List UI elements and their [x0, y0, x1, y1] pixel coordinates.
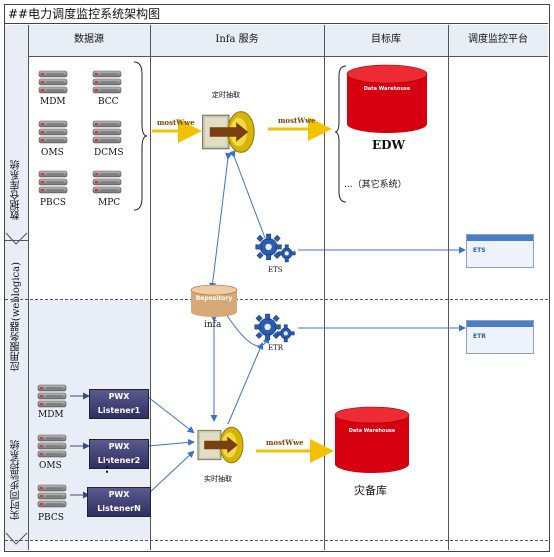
row-divider	[5, 240, 28, 241]
ellipsis: ⋮	[100, 459, 114, 475]
chevron-icon	[5, 232, 28, 245]
brace-icon	[133, 61, 148, 211]
edw-label: EDW	[372, 138, 406, 152]
left-lane-band	[5, 25, 28, 550]
flow-label: mostWwe	[278, 116, 316, 125]
source-label: PBCS	[38, 513, 64, 523]
brace-icon	[334, 65, 347, 203]
grid-line	[324, 25, 325, 550]
row-divider	[5, 299, 548, 300]
server-icon	[36, 434, 68, 460]
gear-icon	[253, 232, 297, 264]
infa-server-icon	[200, 108, 258, 156]
screen-label: ETS	[473, 247, 486, 254]
other-systems-label: ...（其它系统）	[344, 180, 407, 190]
realtime-extract-label: 实时抽取	[204, 475, 232, 483]
edw-cylinder-icon	[346, 64, 428, 133]
monitor-screen-thumbnail: ETS	[466, 234, 534, 268]
backup-cylinder-icon	[334, 406, 410, 473]
server-icon	[36, 484, 68, 510]
grid-line	[28, 25, 29, 550]
scheduled-extract-label: 定时抽取	[212, 91, 240, 99]
pwx-listener: PWX ListenerN	[87, 487, 151, 517]
column-header-platform: 调度监控平台	[468, 34, 528, 45]
source-label: OMS	[41, 148, 64, 158]
pwx-listener: PWX Listener2	[89, 439, 149, 469]
repository-text: Repository	[195, 295, 233, 302]
cylinder-label: Data Warehouse	[348, 428, 396, 434]
source-label: DCMS	[94, 148, 124, 158]
grid-line	[150, 25, 151, 550]
source-label: BCC	[98, 97, 119, 107]
source-label: MDM	[38, 410, 64, 420]
chevron-icon	[5, 532, 28, 545]
source-label: OMS	[39, 461, 62, 471]
source-label: MPC	[98, 198, 121, 208]
gear-icon	[252, 312, 296, 344]
cylinder-label: Data Warehouse	[363, 86, 411, 92]
column-header-infa: Infa 服务	[215, 34, 259, 45]
repository-cylinder-icon	[190, 284, 238, 317]
infa-repo-label: infa	[204, 320, 222, 330]
column-header-datasource: 数据源	[74, 34, 104, 45]
ets-label: ETS	[268, 266, 283, 274]
grid-line	[448, 25, 449, 550]
flow-label: mostWwe	[266, 438, 304, 447]
server-icon	[36, 384, 68, 410]
pwx-listener: PWX Listener1	[89, 389, 149, 419]
source-label: PBCS	[40, 198, 66, 208]
screen-label: ETR	[473, 333, 486, 340]
etr-label: ETR	[268, 344, 284, 352]
diagram-title: ##电力调度监控系统架构图	[4, 4, 548, 24]
backup-label: 灾备库	[354, 484, 387, 497]
grid-line	[28, 56, 548, 57]
infa-server-icon	[192, 424, 250, 466]
flow-label: mostWwe	[157, 118, 195, 127]
row-divider	[5, 540, 548, 541]
header-row-band	[28, 25, 548, 56]
source-label: MDM	[40, 97, 66, 107]
monitor-screen-thumbnail: ETR	[466, 320, 534, 354]
column-header-target: 目标库	[371, 34, 401, 45]
